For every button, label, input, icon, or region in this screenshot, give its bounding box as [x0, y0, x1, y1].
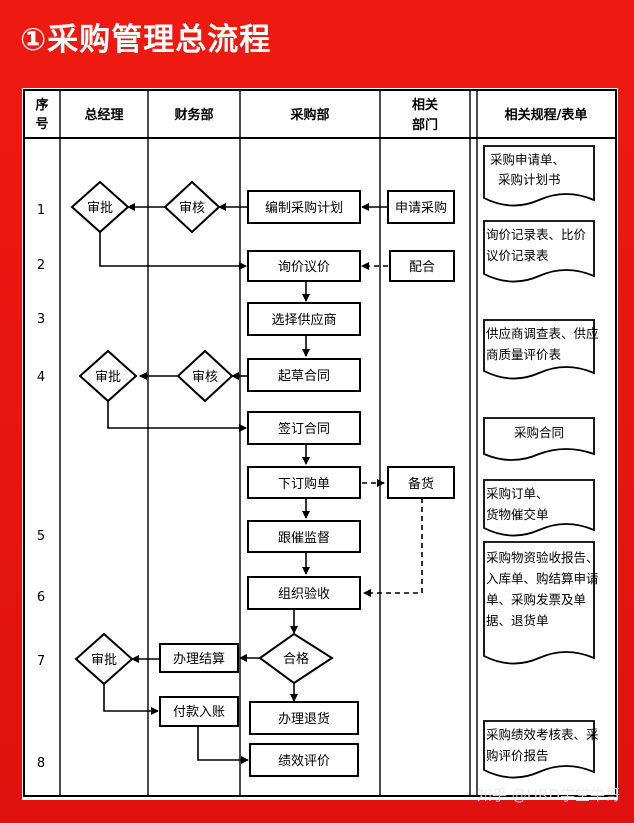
header-related-2: 部门: [412, 117, 438, 133]
row-number: 3: [37, 312, 45, 327]
label-apply: 申请采购: [395, 200, 447, 216]
box-follow: [247, 520, 361, 553]
box-accept: [247, 576, 361, 610]
label-follow: 跟催监督: [278, 531, 330, 546]
node-labels: 申请采购 编制采购计划 审核 审批 询价议价 配合 选择供应商 起草合同 审核 …: [87, 200, 447, 769]
flowchart-paper: 序 号 总经理 财务部 采购部 相关 部门 相关规程/表单 1 2 3 4 5 …: [22, 88, 618, 800]
doc-shape-5: [483, 479, 595, 537]
box-inquiry: [247, 250, 361, 282]
document-texts: 采购申请单、 采购计划书 询价记录表、比价 议价记录表 供应商调查表、供应 商质…: [486, 152, 599, 763]
doc-text: 商质量评价表: [486, 347, 562, 362]
document-shapes: [483, 145, 595, 779]
doc-text: 供应商调查表、供应: [486, 326, 599, 341]
diamond-gm-approve1: [70, 180, 130, 234]
label-gm-approve2: 审批: [95, 370, 121, 385]
label-stock: 备货: [408, 476, 434, 492]
label-draft: 起草合同: [278, 369, 330, 384]
diamond-fin-review2: [176, 349, 234, 403]
doc-shape-4: [483, 417, 595, 461]
label-evaluate: 绩效评价: [278, 754, 330, 769]
header-purchasing: 采购部: [289, 107, 329, 123]
label-order: 下订购单: [278, 476, 330, 492]
row-numbers: 1 2 3 4 5 6 7 8: [37, 203, 45, 771]
label-settle: 办理结算: [173, 652, 225, 667]
header-seq-1: 序: [35, 97, 48, 113]
doc-text: 采购订单、: [486, 486, 549, 501]
header-seq-2: 号: [35, 117, 48, 132]
diamond-gm-approve2: [78, 349, 138, 403]
doc-text: 购评价报告: [486, 748, 549, 763]
header-docs: 相关规程/表单: [505, 107, 588, 123]
box-select: [247, 302, 361, 336]
diamond-gm-approve3: [74, 632, 134, 686]
doc-text: 入库单、购结算申请: [486, 571, 599, 586]
doc-shape-3: [483, 319, 595, 380]
arrow: [197, 726, 249, 764]
box-sign: [247, 411, 361, 445]
doc-shape-7: [483, 720, 595, 779]
label-cooperate: 配合: [409, 260, 435, 275]
row-number: 8: [37, 756, 45, 771]
box-pay: [159, 696, 239, 727]
label-inquiry: 询价议价: [278, 260, 330, 275]
doc-shape-2: [483, 220, 595, 283]
label-gm-approve1: 审批: [87, 201, 113, 216]
header-finance: 财务部: [174, 107, 213, 123]
doc-shape-1: [483, 145, 595, 207]
watermark: 知乎 @HRD学堂牛哥: [476, 786, 620, 804]
box-settle: [159, 643, 239, 673]
doc-text: 采购绩效考核表、采: [486, 727, 599, 742]
header-gm: 总经理: [84, 107, 123, 123]
diamond-fin-review1: [163, 180, 221, 234]
box-order: [247, 466, 361, 499]
doc-text: 货物催交单: [486, 507, 549, 522]
doc-text: 议价记录表: [486, 248, 549, 263]
row-number: 2: [37, 258, 45, 273]
arrow: [103, 683, 159, 715]
label-gm-approve3: 审批: [91, 653, 117, 668]
label-return: 办理退货: [278, 711, 330, 727]
label-plan: 编制采购计划: [265, 200, 343, 216]
box-draft: [247, 358, 361, 392]
row-number: 5: [37, 529, 45, 544]
label-qualified: 合格: [283, 651, 309, 667]
doc-shape-6: [483, 541, 595, 665]
box-cooperate: [389, 250, 455, 282]
label-select: 选择供应商: [271, 312, 336, 328]
doc-text: 据、退货单: [486, 613, 549, 628]
process-boxes: [159, 190, 455, 777]
label-fin-review2: 审核: [192, 370, 218, 385]
doc-text: 单、采购发票及单: [486, 592, 586, 607]
label-sign: 签订合同: [278, 421, 330, 437]
doc-text: 采购计划书: [498, 172, 561, 187]
box-apply: [387, 190, 455, 224]
label-accept: 组织验收: [278, 586, 330, 602]
diamond-qualified: [258, 632, 334, 685]
header-related-1: 相关: [412, 97, 438, 113]
doc-text: 询价记录表、比价: [486, 227, 587, 242]
table-headers: 序 号 总经理 财务部 采购部 相关 部门 相关规程/表单: [35, 97, 587, 133]
decision-diamonds: [70, 180, 334, 686]
row-number: 1: [37, 203, 45, 218]
page-title: ①采购管理总流程: [20, 22, 272, 58]
arrow: [107, 399, 247, 432]
box-evaluate: [249, 743, 359, 777]
row-number: 4: [37, 370, 45, 385]
label-fin-review1: 审核: [179, 201, 205, 216]
row-number: 6: [37, 590, 45, 605]
row-number: 7: [37, 654, 45, 669]
box-return: [249, 701, 359, 735]
dashed-arrow: [363, 498, 423, 597]
doc-text: 采购申请单、: [490, 152, 565, 167]
box-plan: [247, 190, 361, 224]
arrow: [99, 230, 247, 270]
box-stock: [387, 466, 455, 499]
doc-text: 采购物资验收报告、: [486, 550, 599, 565]
connectors: [99, 203, 423, 764]
doc-text: 采购合同: [514, 425, 564, 440]
flowchart: 序 号 总经理 财务部 采购部 相关 部门 相关规程/表单 1 2 3 4 5 …: [23, 89, 617, 797]
label-pay: 付款入账: [173, 705, 225, 720]
